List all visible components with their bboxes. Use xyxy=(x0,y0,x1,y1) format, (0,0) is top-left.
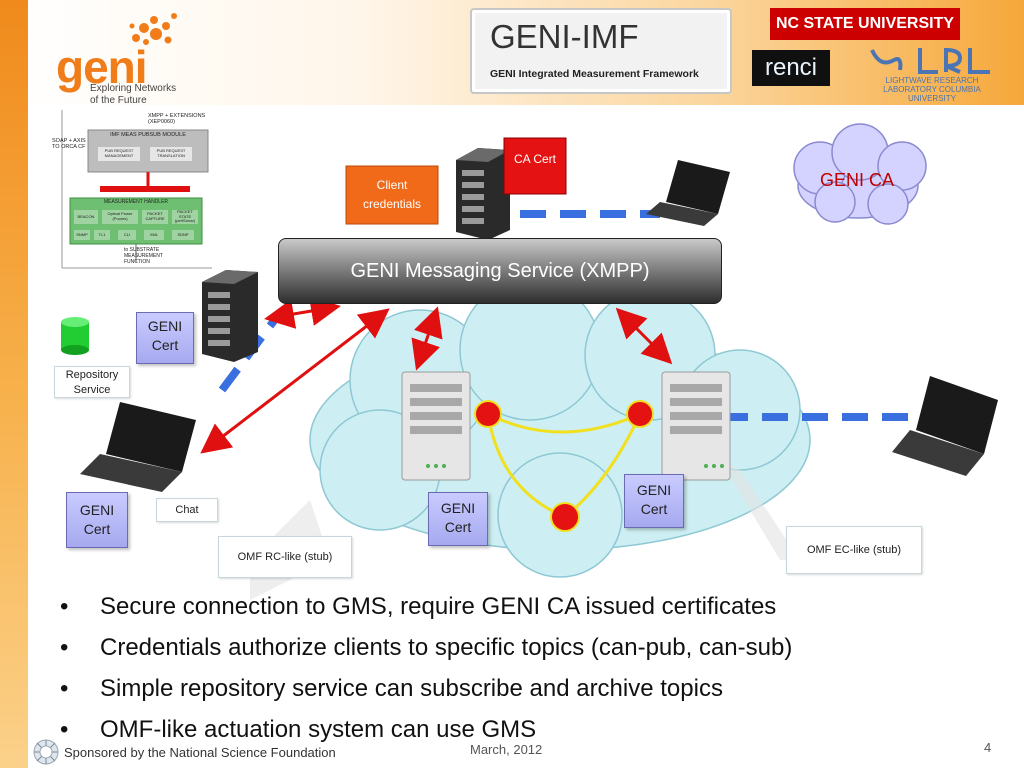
thumb-cli-label: CLI xyxy=(123,232,131,237)
repo-geni-cert-scroll: GENI Cert xyxy=(136,312,194,364)
geni-logo-tagline: Exploring Networks of the Future xyxy=(90,83,177,106)
ca-cert-label: CA Cert xyxy=(513,152,556,166)
bullet-item: Credentials authorize clients to specifi… xyxy=(60,627,792,668)
ec-projection xyxy=(720,460,800,560)
lrl-mark-icon xyxy=(870,48,990,74)
thumb-state-label: PACKET STATE (perfSonar) xyxy=(174,209,196,223)
repo-geni-cert-label: GENI Cert xyxy=(147,318,183,353)
imf-title: GENI-IMF xyxy=(490,18,639,55)
thumb-cli-box xyxy=(118,230,136,240)
slide-date: March, 2012 xyxy=(470,742,543,757)
nsf-logo-icon xyxy=(33,739,59,765)
geni-imf-logo: GENI-IMF GENI Integrated Measurement Fra… xyxy=(470,8,732,94)
thumb-capture-label: PACKET CAPTURE xyxy=(145,211,165,221)
geni-ca-cloud-icon xyxy=(793,123,927,225)
bullet-item: Secure connection to GMS, require GENI C… xyxy=(60,586,792,627)
thumb-pubsub-label: IMF MEAS PUBSUB MODULE xyxy=(110,132,186,138)
chat-laptop-icon xyxy=(80,402,196,492)
ca-laptop-icon xyxy=(646,160,730,226)
omf-rc-label: OMF RC-like (stub) xyxy=(218,536,352,578)
geni-messaging-service-bar: GENI Messaging Service (XMPP) xyxy=(278,238,722,304)
thumb-xmpp-label: XMPP + EXTENSIONS (XEP0060) xyxy=(148,113,206,125)
repository-server-icon xyxy=(202,270,258,362)
thumb-soap-label: SOAP + AXIS TO ORCA CF xyxy=(52,138,86,150)
repository-service-label: Repository Service xyxy=(54,366,130,398)
lrl-logo: LIGHTWAVE RESEARCH LABORATORY COLUMBIA U… xyxy=(866,46,998,103)
thumb-capture-box xyxy=(142,210,168,224)
geni-logo-text: geni xyxy=(56,41,148,93)
rc-geni-cert-label: GENI Cert xyxy=(440,500,476,535)
thumb-handler-label: MEASUREMENT HANDLER xyxy=(103,199,169,205)
topology-nodes xyxy=(474,400,654,532)
thumb-sdnp-label: SDNP xyxy=(177,232,189,237)
left-accent-stripe xyxy=(0,0,28,768)
repository-database-icon xyxy=(61,317,89,355)
chat-geni-cert-scroll: GENI Cert xyxy=(66,492,128,548)
chat-label: Chat xyxy=(156,498,218,522)
geni-logo-dots-icon xyxy=(129,13,177,45)
thumb-red-bar xyxy=(100,186,190,192)
ec-geni-cert-scroll: GENI Cert xyxy=(624,474,684,528)
bullet-list: Secure connection to GMS, require GENI C… xyxy=(60,586,792,750)
sponsor-text: Sponsored by the National Science Founda… xyxy=(64,745,336,760)
thumb-tl1-box xyxy=(94,230,110,240)
rc-gms-arrow xyxy=(411,306,443,371)
client-credentials-scroll-bg xyxy=(345,165,439,225)
thumb-optical-label: Optical Power (Pooms) xyxy=(107,211,133,221)
thumb-state-box xyxy=(172,210,198,224)
ncsu-logo: NC STATE UNIVERSITY xyxy=(770,8,960,40)
thumb-xml-box xyxy=(144,230,164,240)
omf-ec-label: OMF EC-like (stub) xyxy=(786,526,922,574)
ca-server-icon xyxy=(456,148,510,240)
thumb-sdnp-box xyxy=(172,230,194,240)
thumb-substrate-label: to SUBSTRATE MEASUREMENT FUNCTION xyxy=(124,247,163,265)
chat-gms-arrow xyxy=(200,308,390,454)
chat-geni-cert-label: GENI Cert xyxy=(79,502,115,537)
slide-number: 4 xyxy=(984,740,992,755)
thumb-snmp-label: SNMP xyxy=(76,232,88,237)
geni-ca-label: GENI CA xyxy=(819,170,894,190)
bullet-item: Simple repository service can subscribe … xyxy=(60,668,792,709)
renci-logo: renci xyxy=(752,50,830,86)
imf-architecture-thumbnail xyxy=(61,110,212,269)
thumb-tl1-label: TL1 xyxy=(98,232,106,237)
ec-laptop-icon xyxy=(892,376,998,476)
architecture-diagram xyxy=(61,110,998,600)
rc-server-icon xyxy=(401,371,471,481)
thumb-pub-mgmt-box xyxy=(98,147,140,161)
thumb-xml-label: XML xyxy=(149,232,159,237)
imf-subtitle: GENI Integrated Measurement Framework xyxy=(490,68,699,80)
thumb-pub-trans-label: PUB REQUEST TRANSLATION xyxy=(156,148,186,158)
thumb-snmp-box xyxy=(74,230,90,240)
testbed-cloud-icon xyxy=(309,279,811,578)
thumb-pub-mgmt-label: PUB REQUEST MANAGEMENT xyxy=(104,148,134,158)
thumb-beacon-box xyxy=(74,210,98,224)
thumb-optical-box xyxy=(102,210,138,224)
ec-server-icon xyxy=(661,371,731,481)
repo-gms-arrow xyxy=(264,296,341,329)
ca-cert-scroll-bg xyxy=(503,137,567,195)
thumb-beacon-label: BEACON xyxy=(77,214,95,219)
bullet-item: OMF-like actuation system can use GMS xyxy=(60,709,792,750)
client-credentials-label: Client credentials xyxy=(362,178,422,211)
thumb-pub-trans-box xyxy=(150,147,192,161)
rc-geni-cert-scroll: GENI Cert xyxy=(428,492,488,546)
ec-geni-cert-label: GENI Cert xyxy=(636,482,672,517)
ec-gms-arrow xyxy=(615,307,673,365)
